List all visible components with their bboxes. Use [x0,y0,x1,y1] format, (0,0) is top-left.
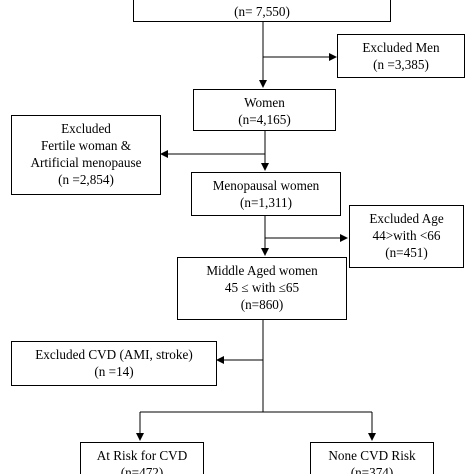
box-line: 45 ≤ with ≤65 [224,280,300,295]
box-line: (n=472) [120,465,164,474]
box-women: Women (n=4,165) [193,89,336,131]
box-line: Excluded Men [362,40,440,55]
box-line: Menopausal women [212,178,320,193]
box-line: (n=374) [350,465,394,474]
box-excluded-cvd: Excluded CVD (AMI, stroke) (n =14) [11,341,217,386]
box-line: Women [244,95,285,110]
box-excluded-men: Excluded Men (n =3,385) [337,34,465,78]
box-line: (n =3,385) [373,57,429,72]
box-line: Artificial menopause [30,155,142,170]
box-line: None CVD Risk [328,448,416,463]
box-line: Fertile woman & [40,138,132,153]
box-line: Middle Aged women [206,263,318,278]
box-line: (n=1,311) [240,195,292,210]
box-line: (n =2,854) [58,172,114,187]
box-line: Excluded Age [369,211,444,226]
box-excluded-age: Excluded Age 44>with <66 (n=451) [349,205,464,268]
box-middle-aged-women: Middle Aged women 45 ≤ with ≤65 (n=860) [177,257,347,320]
box-menopausal-women: Menopausal women (n=1,311) [191,172,341,216]
box-none-cvd-risk: None CVD Risk (n=374) [310,442,434,474]
box-line: (n=4,165) [238,112,291,127]
box-excluded-fertile: Excluded Fertile woman & Artificial meno… [11,115,161,195]
box-line: (n=451) [385,245,428,260]
box-line: Excluded CVD (AMI, stroke) [35,347,193,362]
box-line: At Risk for CVD [96,448,188,463]
box-line: 44>with <66 [372,228,441,243]
box-line: (n= 7,550) [234,4,290,19]
box-at-risk-cvd: At Risk for CVD (n=472) [80,442,204,474]
box-line: (n =14) [94,364,134,379]
box-line: (n=860) [240,297,284,312]
box-line: Excluded [61,121,111,136]
box-total-participants: (n= 7,550) [133,0,391,22]
